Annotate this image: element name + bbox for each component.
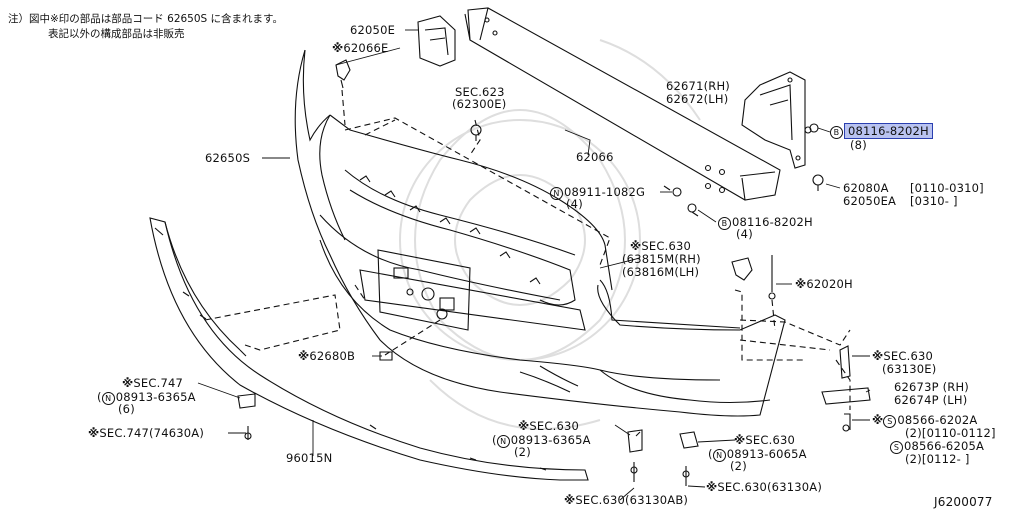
label-text: 08116-8202H [732,215,813,229]
s-circle-icon: S [883,415,897,428]
label-text: 08566-6205A [904,439,985,453]
label-text: 62680B [309,349,356,363]
reinforcement-beam [464,7,781,201]
label-sec630-c[interactable]: ※SEC.630 [734,434,795,447]
label-sec623[interactable]: SEC.623 [455,85,505,99]
label-text: SEC.747(74630A) [99,426,205,440]
n-circle-icon: N [496,435,510,448]
bracket-62671 [741,71,812,169]
label-08116-top-qty: (8) [850,138,867,152]
label-08913-b-qty: (2) [514,445,531,459]
label-08566-6205a-qty: (2)[0112- ] [905,452,970,466]
b-circle-icon: B [830,126,843,139]
label-08913-6065a-qty: (2) [730,459,747,473]
highlighted-part-number: 08116-8202H [844,123,933,139]
watermark-emblem [399,39,701,430]
diagram-id: J6200077 [934,495,993,509]
label-text: 08913-6365A [115,390,196,404]
asterisk-mark: ※ [88,426,100,440]
n-circle-icon: N [712,449,726,462]
asterisk-mark: ※ [122,376,134,390]
label-62300e[interactable]: (62300E) [452,97,507,111]
label-96015n[interactable]: 96015N [286,451,333,465]
label-08911-qty: (4) [566,197,583,211]
note-line-1: 注）図中※印の部品は部品コード 62650S に含まれます。 [8,13,283,25]
asterisk-mark: ※ [630,239,642,253]
label-text: SEC.630 [883,349,933,363]
asterisk-mark: ※ [518,419,530,433]
label-63130e[interactable]: (63130E) [882,362,937,376]
bumper-fascia [294,49,786,417]
leader-lines [197,29,871,501]
label-62673p[interactable]: 62673P (RH) [894,380,969,394]
label-08116-mid-qty: (4) [736,227,753,241]
label-08913-a-qty: (6) [118,402,135,416]
asterisk-mark: ※ [734,433,746,447]
label-62066[interactable]: 62066 [576,150,614,164]
label-text: 62066E [343,41,389,55]
label-text: SEC.747 [133,376,183,390]
label-sec630-63815m[interactable]: ※SEC.630 [630,240,691,253]
asterisk-mark: ※ [706,480,718,494]
label-sec747[interactable]: ※SEC.747 [122,377,183,390]
asterisk-mark: ※ [872,349,884,363]
label-62050ea[interactable]: 62050EA [843,194,897,208]
b-circle-icon: B [718,217,731,230]
label-sec747-74630a[interactable]: ※SEC.747(74630A) [88,427,204,440]
label-sec630-63130ab[interactable]: ※SEC.630(63130AB) [564,494,688,507]
s-circle-icon: S [890,441,903,454]
asterisk-mark: ※ [332,41,344,55]
note-line-2: 表記以外の構成部品は非販売 [48,28,185,40]
label-62080a-range: [0110-0310] [910,181,984,195]
label-sec630-63130e[interactable]: ※SEC.630 [872,350,933,363]
label-62066e[interactable]: ※62066E [332,42,388,55]
asterisk-mark: ※ [872,413,884,427]
label-62050e[interactable]: 62050E [350,23,396,37]
n-circle-icon: N [550,187,563,200]
label-text: SEC.630(63130AB) [575,493,689,507]
label-text: 62020H [806,277,853,291]
asterisk-mark: ※ [795,277,807,291]
n-circle-icon: N [101,392,115,405]
label-text: 08913-6365A [510,433,591,447]
label-text: 08911-1082G [564,185,646,199]
label-text: SEC.630 [641,239,691,253]
label-62080a[interactable]: 62080A [843,181,889,195]
label-62050ea-range: [0310- ] [910,194,958,208]
label-63815m[interactable]: (63815M(RH) [622,252,701,266]
label-62674p[interactable]: 62674P (LH) [894,393,968,407]
label-62672[interactable]: 62672(LH) [666,92,729,106]
label-sec630-63130a[interactable]: ※SEC.630(63130A) [706,481,822,494]
bracket-62050e [417,15,456,67]
label-text: 08566-6202A [897,413,978,427]
clip-62066e [335,59,351,89]
guide-lines [204,89,851,437]
label-62650s[interactable]: 62650S [205,151,251,165]
label-text: SEC.630 [745,433,795,447]
asterisk-mark: ※ [564,493,576,507]
label-text: SEC.630 [529,419,579,433]
label-62020h[interactable]: ※62020H [795,278,853,291]
label-text: 08913-6065A [726,447,807,461]
label-62671[interactable]: 62671(RH) [666,79,730,93]
lower-spoiler [149,217,589,481]
label-62680b[interactable]: ※62680B [298,350,355,363]
asterisk-mark: ※ [298,349,310,363]
label-text: SEC.630(63130A) [717,480,823,494]
label-08566-6202a-qty: (2)[0110-0112] [905,426,996,440]
label-sec630-b[interactable]: ※SEC.630 [518,420,579,433]
label-63816m[interactable]: (63816M(LH) [622,265,700,279]
